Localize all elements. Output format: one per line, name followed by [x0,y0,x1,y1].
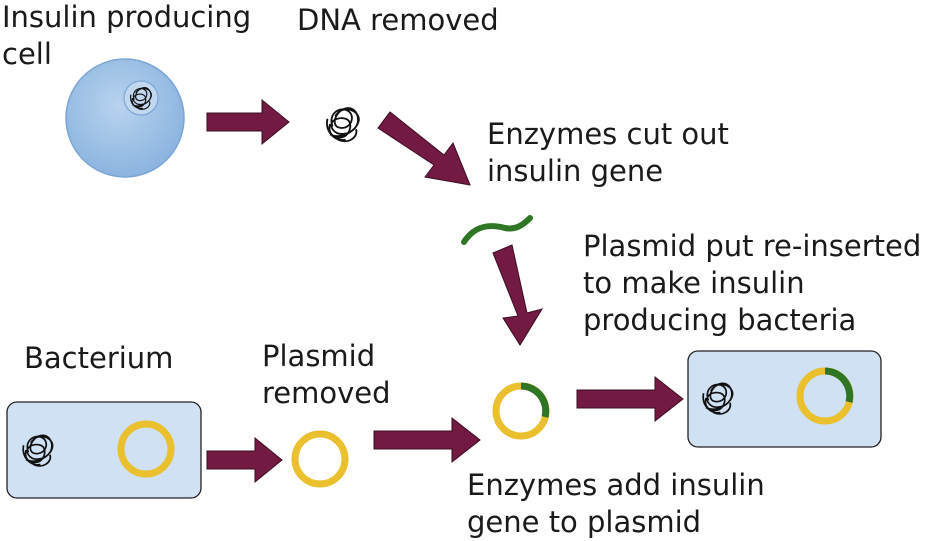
bacterium-plasmid [117,420,175,478]
arrow-plasmid-to-recombinant [373,416,481,464]
label-dna-removed: DNA removed [297,3,499,37]
arrow-dna-to-cut [377,111,471,186]
arrow-bacterium-to-plasmid [206,436,283,484]
label-enzymes-add: Enzymes add insulin gene to plasmid [467,468,765,539]
label-plasmid-reinserted: Plasmid put re-inserted to make insulin … [583,229,922,337]
dna-removed-tangle [326,107,360,143]
label-enzymes-cut: Enzymes cut out insulin gene [487,117,729,188]
arrow-cell-to-dna [206,98,290,146]
insulin-cell [65,58,185,178]
recombinant-insulin-segment [520,382,550,418]
modified-bacterium-insulin-segment [824,367,854,403]
arrow-to-modified-bacterium [576,375,684,423]
label-plasmid-removed: Plasmid removed [262,339,391,410]
label-bacterium: Bacterium [24,341,174,375]
label-insulin-cell: Insulin producing cell [2,0,252,71]
insulin-gene-strand [461,215,533,245]
removed-plasmid [291,430,349,488]
arrow-gene-to-plasmid [492,244,544,346]
